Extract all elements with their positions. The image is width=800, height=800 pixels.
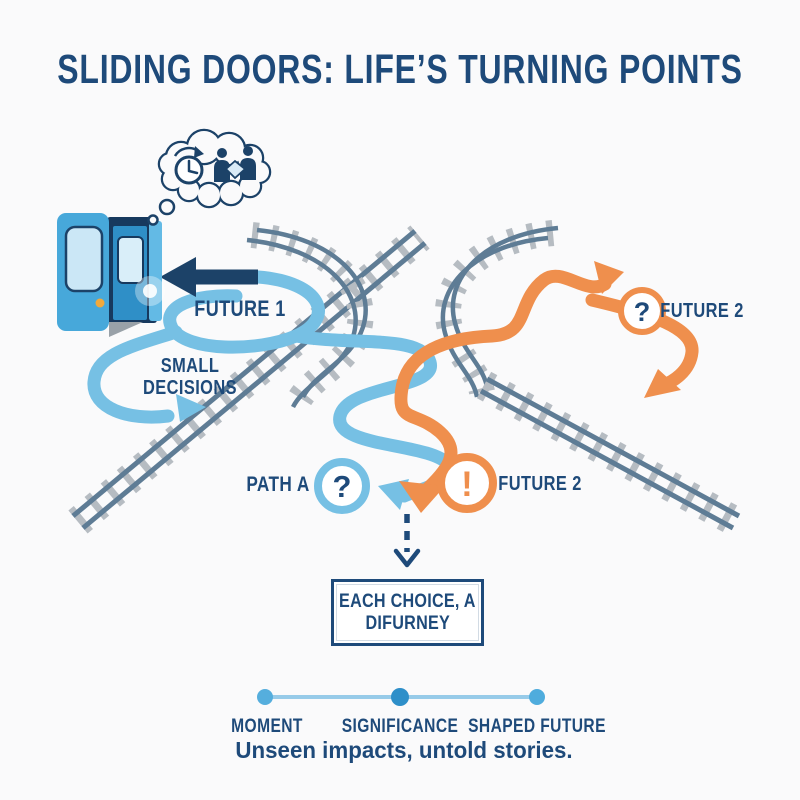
train-door-icon <box>57 213 165 337</box>
label-small-decisions-line2: DECISIONS <box>143 377 237 399</box>
exclamation-glyph: ! <box>461 465 473 504</box>
label-future-2-upper: FUTURE 2 <box>660 300 744 322</box>
question-glyph: ? <box>634 297 651 327</box>
blue-arrowhead-small-decisions <box>176 394 206 422</box>
thought-bubble-icon <box>147 128 272 226</box>
page-title: SLIDING DOORS: LIFE’S TURNING POINTS <box>57 46 743 92</box>
orange-arrowhead-up <box>594 261 624 294</box>
timeline-label-significance: SIGNIFICANCE <box>341 716 459 737</box>
question-glyph: ? <box>333 469 352 504</box>
handshake-icon <box>214 146 256 182</box>
timeline-label-moment: MOMENT <box>231 716 303 737</box>
train-track-curve-left <box>246 222 374 409</box>
question-badge-blue: ? <box>314 458 370 514</box>
door-window <box>64 225 104 293</box>
label-small-decisions-line1: SMALL <box>160 355 220 377</box>
tagline: Unseen impacts, untold stories. <box>235 737 573 763</box>
door-arrow <box>160 257 258 297</box>
dashed-connector-arrow <box>393 514 421 568</box>
choice-box-line2: DIFURNEY <box>365 612 450 634</box>
choice-box: EACH CHOICE, A DIFURNEY <box>331 579 484 646</box>
door-fold <box>109 322 143 337</box>
timeline-dot-moment <box>257 689 273 705</box>
timeline-label-shaped-future: SHAPED FUTURE <box>468 716 606 737</box>
question-badge-orange: ? <box>618 287 666 335</box>
bubble-trail-small <box>147 214 159 226</box>
label-future-1: FUTURE 1 <box>194 296 286 321</box>
timeline-dot-shaped-future <box>529 689 545 705</box>
label-path-a: PATH A <box>246 473 310 496</box>
orange-arrowhead-convergence <box>399 481 445 513</box>
orange-arrowhead-downleft <box>644 369 681 398</box>
blue-arrowhead-convergence <box>378 479 409 510</box>
clock-icon <box>173 146 204 185</box>
door-handle <box>95 298 105 308</box>
train-track-right-straight <box>476 371 744 536</box>
orange-path-future2 <box>394 261 699 513</box>
label-future-2-lower: FUTURE 2 <box>498 473 582 495</box>
timeline-dot-significance <box>391 688 409 706</box>
timeline <box>257 688 545 706</box>
bubble-trail-large <box>158 198 176 216</box>
choice-box-line1: EACH CHOICE, A <box>339 590 476 612</box>
train-track-curve-right <box>434 220 559 398</box>
exclamation-badge-orange: ! <box>437 453 497 513</box>
